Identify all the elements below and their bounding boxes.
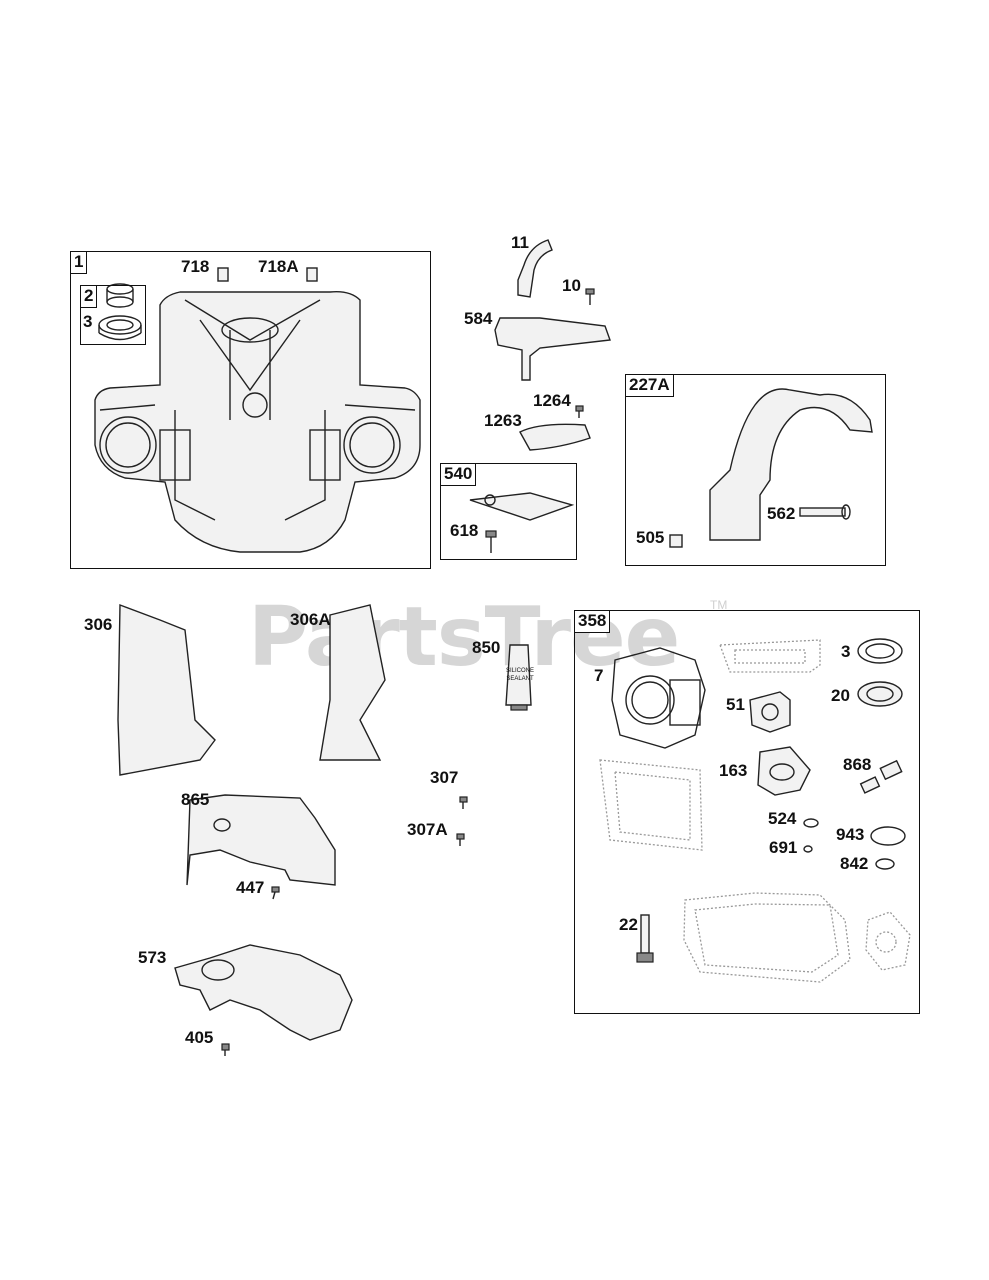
part-label-3[interactable]: 3 [83,312,93,331]
screw-307-drawing [459,796,468,809]
bearing-drawing [106,283,134,308]
seal-drawing [98,315,142,341]
part-label-842[interactable]: 842 [840,854,869,873]
cylinder-block-drawing [94,290,421,553]
dowel-718a-drawing [306,267,318,282]
ring-691-drawing [803,845,813,853]
lever-1263-drawing [519,423,591,451]
part-label-307[interactable]: 307 [430,768,459,787]
part-label-22[interactable]: 22 [619,915,638,934]
gasket-set-tag[interactable]: 358 [574,610,611,633]
backplate-573-hole [201,959,235,981]
part-label-618[interactable]: 618 [450,521,479,540]
kit-540-tag[interactable]: 540 [440,463,477,486]
nut-505-drawing [669,534,683,548]
bracket-584-drawing [494,317,611,381]
sealant-tube-drawing [505,644,532,706]
part-label-691[interactable]: 691 [769,838,798,857]
part-label-1264[interactable]: 1264 [533,391,571,410]
part-label-850[interactable]: 850 [472,638,501,657]
part-label-51[interactable]: 51 [726,695,745,714]
part-label-943[interactable]: 943 [836,825,865,844]
part-label-718a[interactable]: 718A [258,257,299,276]
ring-943-drawing [870,826,906,846]
watermark-trademark: TM [710,598,728,612]
part-label-163[interactable]: 163 [719,761,748,780]
cylinder-tag[interactable]: 1 [70,251,88,274]
gasket-set-box: 358 [574,610,920,1014]
part-label-11[interactable]: 11 [511,233,529,252]
backplate-573-drawing [174,944,353,1041]
screw-618-drawing [485,530,497,553]
part-label-447[interactable]: 447 [236,878,265,897]
part-label-868[interactable]: 868 [843,755,872,774]
screw-10-drawing [585,288,595,305]
bracket-227a-drawing [709,388,873,541]
seal-3-drawing [857,638,903,664]
elbow-11-drawing [517,239,553,298]
sealant-line2: SEALANT [506,676,534,682]
sealant-line1: SILICONE [505,668,534,674]
part-label-584[interactable]: 584 [464,309,493,328]
kit-227a-tag[interactable]: 227A [625,374,674,397]
bearing-tag[interactable]: 2 [80,285,98,308]
dowel-718-drawing [217,267,229,282]
baffle-865-drawing [186,794,336,886]
bolt-22-drawing [636,914,654,963]
watermark: PartsTree [248,590,680,685]
part-label-524[interactable]: 524 [768,809,797,828]
part-label-405[interactable]: 405 [185,1028,214,1047]
part-label-20[interactable]: 20 [831,686,850,705]
cylinder-box: 1 [70,251,431,569]
screw-447-drawing [271,886,280,900]
kit-227a-box: 227A [625,374,886,566]
part-label-10[interactable]: 10 [562,276,581,295]
part-label-306[interactable]: 306 [84,615,113,634]
sealant-cap-drawing [510,704,528,711]
screw-405-drawing [221,1043,230,1056]
part-label-505[interactable]: 505 [636,528,665,547]
ring-842-drawing [875,858,895,870]
shroud-306-drawing [117,603,216,776]
part-label-307a[interactable]: 307A [407,820,448,839]
screw-307a-drawing [456,833,465,846]
shroud-306a-drawing [319,604,386,761]
part-label-573[interactable]: 573 [138,948,167,967]
part-label-718[interactable]: 718 [181,257,210,276]
part-label-306a[interactable]: 306A [290,610,331,629]
part-label-562[interactable]: 562 [767,504,796,523]
part-label-3-gasket[interactable]: 3 [841,642,851,661]
bearing-box: 2 [80,285,146,345]
part-label-1263[interactable]: 1263 [484,411,522,430]
fitting-868-drawing [859,759,903,794]
kit-540-box: 540 [440,463,577,560]
seal-20-drawing [857,681,903,707]
gasket-set-drawings [599,639,911,983]
part-label-865[interactable]: 865 [181,790,210,809]
baffle-865-hole [213,818,231,832]
ring-524-drawing [803,818,819,828]
part-label-7[interactable]: 7 [594,666,604,685]
screw-1264-drawing [575,405,584,418]
plate-540-hole [484,494,496,506]
bolt-562-drawing [799,504,851,520]
